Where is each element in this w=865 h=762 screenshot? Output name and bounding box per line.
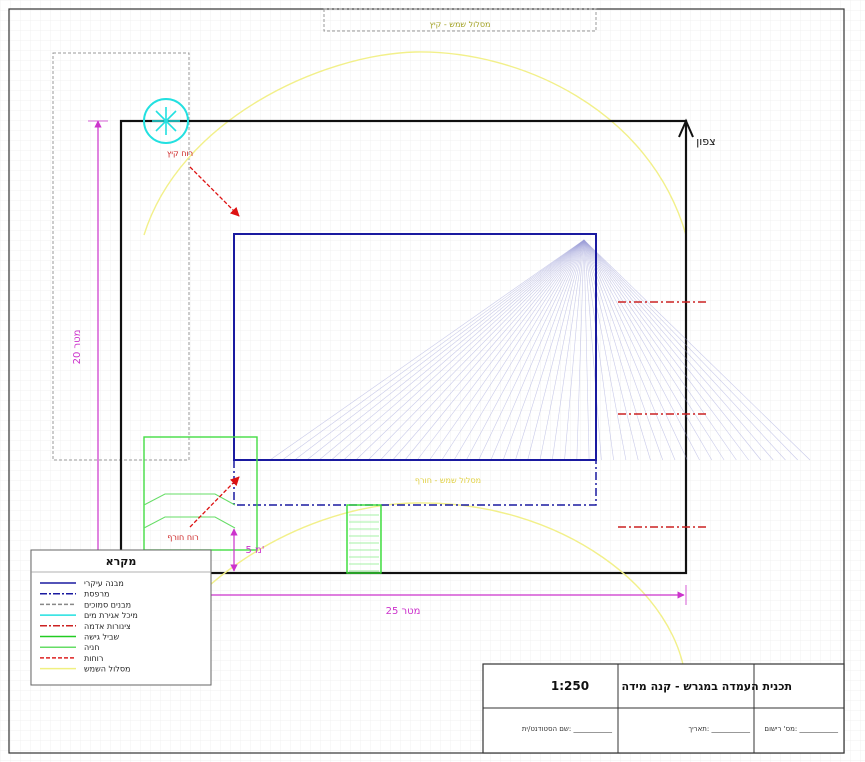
shading-ray <box>417 239 585 461</box>
shading-ray <box>466 239 585 461</box>
shading-ray <box>576 239 585 461</box>
shading-ray <box>441 239 585 461</box>
shading-ray <box>527 239 585 461</box>
shading-ray <box>583 239 688 461</box>
width-dimension-label: 25 מטר <box>386 606 421 617</box>
title-block-title: תכנית העמדה במגרש - קנה מידה <box>622 680 792 693</box>
summer-sun-path <box>143 51 687 236</box>
shading-ray <box>583 239 713 461</box>
access-path <box>346 504 382 574</box>
shading-ray <box>583 239 602 461</box>
shading-ray <box>453 239 585 461</box>
shading-ray <box>392 239 585 461</box>
legend-item-label: מבנים סמוכים <box>84 600 131 609</box>
shading-rays <box>269 239 811 461</box>
winter-sun-path-label: מסלול שמש - חורף <box>415 476 481 485</box>
shading-ray <box>583 239 737 461</box>
title-block-id: מס' רישום: ___________ <box>764 725 838 733</box>
main-building <box>233 233 597 461</box>
shading-ray <box>490 239 585 461</box>
shading-ray <box>539 239 585 461</box>
legend-item-label: חניה <box>84 643 99 652</box>
legend-item-label: שביל גישה <box>84 633 119 642</box>
summer-sun-path-label: מסלול שמש - קיץ <box>430 20 491 29</box>
summer-wind-label: רוח קיץ <box>167 149 193 158</box>
shading-ray <box>583 239 774 461</box>
title-block: תכנית העמדה במגרש - קנה מידה 1:250 שם הס… <box>482 663 845 754</box>
shading-ray <box>583 239 786 461</box>
shading-ray <box>331 239 585 461</box>
shading-ray <box>583 239 811 461</box>
parking-car-2 <box>143 516 236 529</box>
shading-ray <box>269 239 585 461</box>
shading-ray <box>380 239 585 461</box>
shading-ray <box>318 239 585 461</box>
legend-item-label: מרפסת <box>84 590 109 599</box>
legend-item-label: צינורות אדמה <box>84 622 131 631</box>
shading-ray <box>583 239 798 461</box>
parking-car-1 <box>143 493 236 506</box>
shading-ray <box>515 239 585 461</box>
site-boundary <box>119 119 688 575</box>
shading-ray <box>294 239 585 461</box>
shading-ray <box>583 239 676 461</box>
access-path-hatching <box>349 514 379 572</box>
legend-item-label: מסלול השמש <box>84 665 130 674</box>
north-arrow-head-icon <box>678 118 694 138</box>
shading-ray <box>478 239 585 461</box>
shading-ray <box>367 239 585 461</box>
shading-ray <box>583 239 614 461</box>
shading-ray <box>583 239 639 461</box>
legend-item-label: מיכל אגירת מים <box>84 611 138 620</box>
winter-wind-label: רוח חורף <box>167 533 199 542</box>
summer-wind-arrow <box>189 166 240 217</box>
shading-ray <box>343 239 585 461</box>
shading-ray <box>429 239 585 461</box>
shading-ray <box>502 239 585 461</box>
north-label: צפון <box>696 135 715 148</box>
shading-ray <box>583 239 762 461</box>
height-dimension-label: 20 מטר <box>72 330 83 365</box>
title-block-designer: שם הסטודנט/ית: ___________ <box>522 725 613 733</box>
shading-ray <box>583 239 664 461</box>
shading-ray <box>583 239 627 461</box>
shading-ray <box>551 239 585 461</box>
shading-ray <box>583 239 749 461</box>
shading-ray <box>583 239 725 461</box>
setback-dimension-label: 5 מ' <box>245 545 264 556</box>
title-block-scale: 1:250 <box>551 679 589 693</box>
title-block-date: תאריך: ___________ <box>688 725 750 733</box>
shading-ray <box>306 239 585 461</box>
shading-ray <box>583 239 590 461</box>
shading-ray <box>564 239 585 461</box>
shading-ray <box>282 239 585 461</box>
shading-ray <box>404 239 585 461</box>
water-tank-icon <box>143 98 189 144</box>
legend-item-label: רוחות <box>84 654 103 663</box>
legend-item-label: מבנה עיקרי <box>84 579 124 588</box>
legend-title: מקרא <box>106 555 137 568</box>
shading-ray <box>355 239 585 461</box>
adjacent-building-top <box>323 8 597 32</box>
shading-ray <box>583 239 700 461</box>
